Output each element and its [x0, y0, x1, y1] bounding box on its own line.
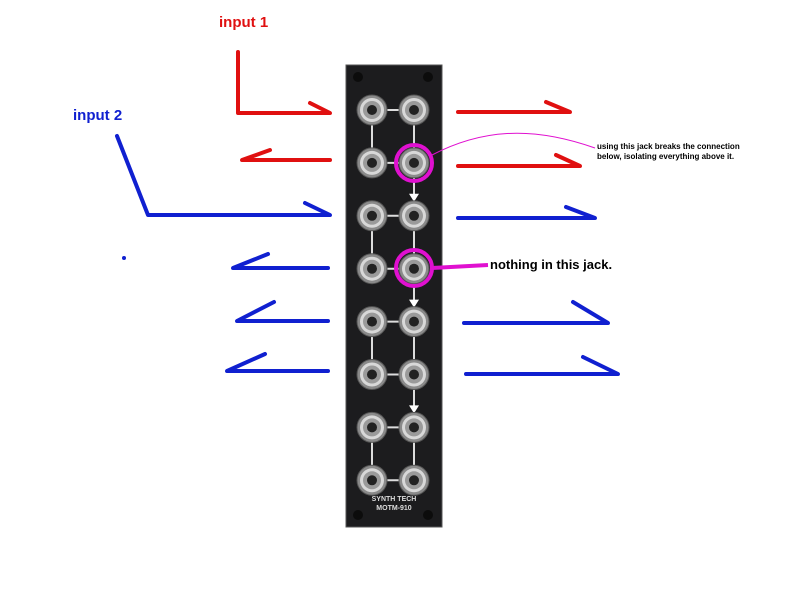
- panel-screw: [423, 510, 433, 520]
- signal-arrows: [115, 50, 620, 376]
- jack[interactable]: [356, 464, 388, 496]
- jack[interactable]: [356, 200, 388, 232]
- break-jack-note: using this jack breaks the connection be…: [597, 142, 740, 162]
- input1-arrow: [236, 50, 332, 115]
- callout-line: [431, 263, 489, 270]
- jack[interactable]: [356, 411, 388, 443]
- module-label: SYNTH TECH MOTM-910: [346, 495, 442, 513]
- break-note-line: using this jack breaks the connection: [597, 142, 740, 151]
- module-panel: [345, 64, 443, 528]
- jack[interactable]: [398, 253, 430, 285]
- blue-output-arrow-left: [225, 352, 330, 373]
- jack[interactable]: [356, 359, 388, 390]
- blue-output-arrow-right: [462, 300, 610, 325]
- blue-dot: [122, 256, 126, 260]
- jack[interactable]: [398, 306, 430, 338]
- input2-label: input 2: [73, 107, 123, 124]
- red-output-arrow-right: [456, 100, 572, 114]
- panel-screw: [423, 72, 433, 82]
- jack[interactable]: [356, 253, 388, 285]
- module-brand: SYNTH TECH: [371, 496, 417, 503]
- arrow-down-icon: [409, 299, 419, 308]
- callout-line: [431, 132, 596, 156]
- panel-screw: [353, 510, 363, 520]
- empty-jack-note: nothing in this jack.: [490, 257, 613, 272]
- jack-grid: [356, 94, 430, 496]
- jack[interactable]: [398, 200, 430, 232]
- blue-output-arrow-right: [456, 205, 597, 220]
- blue-output-arrow-left: [231, 252, 330, 270]
- annotations: [394, 132, 596, 288]
- input1-label: input 1: [219, 14, 269, 31]
- arrow-down-icon: [409, 405, 419, 414]
- jack[interactable]: [398, 147, 430, 179]
- red-output-arrow-right: [456, 153, 582, 168]
- panel-screw: [353, 72, 363, 82]
- jack[interactable]: [398, 411, 430, 443]
- jack[interactable]: [356, 306, 388, 338]
- jack[interactable]: [398, 464, 430, 496]
- jack[interactable]: [398, 359, 430, 390]
- blue-output-arrow-left: [235, 300, 330, 323]
- arrow-down-icon: [409, 193, 419, 202]
- jack[interactable]: [356, 94, 388, 126]
- input2-arrow: [115, 134, 332, 217]
- jack[interactable]: [398, 94, 430, 126]
- blue-output-arrow-right: [464, 355, 620, 376]
- module-model: MOTM-910: [376, 505, 412, 512]
- jack[interactable]: [356, 147, 388, 179]
- break-note-line: below, isolating everything above it.: [597, 152, 735, 161]
- highlight-circle-break-jack: [394, 143, 434, 183]
- red-output-arrow-left: [240, 148, 332, 162]
